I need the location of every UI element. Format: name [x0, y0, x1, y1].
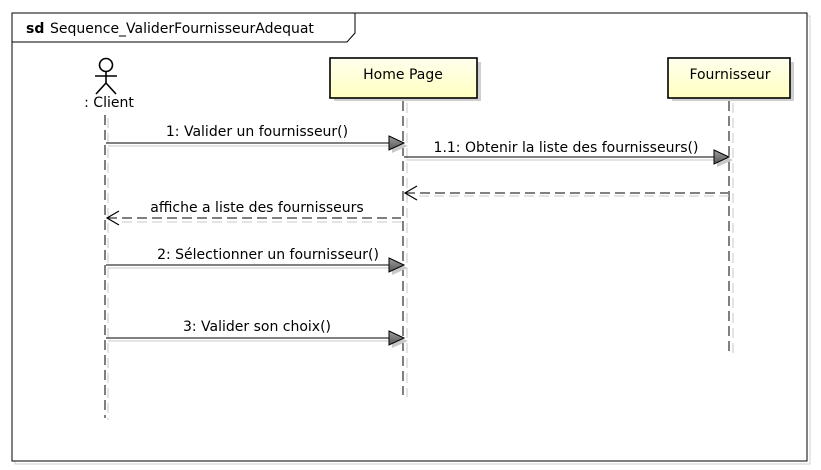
- message-1-1[interactable]: 1.1: Obtenir la liste des fournisseurs(): [404, 140, 733, 167]
- message-1-1-label: 1.1: Obtenir la liste des fournisseurs(): [434, 140, 699, 156]
- arrowhead-open-icon: [105, 210, 120, 226]
- message-3-label: 3: Valider son choix(): [183, 319, 331, 335]
- frame-title: Sequence_ValiderFournisseurAdequat: [50, 21, 314, 37]
- arrowhead-open-icon: [403, 185, 418, 201]
- actor-client[interactable]: : Client: [84, 57, 134, 112]
- object-home-page[interactable]: Home Page: [329, 57, 481, 101]
- object-fournisseur-label: Fournisseur: [689, 67, 770, 83]
- return-message-affiche-label: affiche a liste des fournisseurs: [150, 200, 363, 216]
- message-2[interactable]: 2: Sélectionner un fournisseur(): [106, 247, 408, 275]
- message-2-label: 2: Sélectionner un fournisseur(): [157, 247, 379, 263]
- message-1[interactable]: 1: Valider un fournisseur(): [106, 124, 408, 153]
- arrowhead-filled-icon: [388, 135, 406, 151]
- actor-client-label: : Client: [84, 95, 134, 111]
- arrowhead-filled-icon: [713, 149, 731, 165]
- object-home-page-box: [329, 57, 478, 99]
- return-message-affiche[interactable]: affiche a liste des fournisseurs: [105, 200, 405, 226]
- return-message-fournisseur[interactable]: [403, 185, 733, 201]
- message-3[interactable]: 3: Valider son choix(): [106, 319, 408, 348]
- frame-keyword: sd: [26, 21, 44, 37]
- arrowhead-filled-icon: [388, 257, 406, 273]
- stick-figure-icon: [95, 57, 117, 95]
- object-fournisseur[interactable]: Fournisseur: [667, 57, 794, 101]
- message-1-label: 1: Valider un fournisseur(): [166, 124, 348, 140]
- frame-label-tab: [11, 12, 356, 43]
- arrowhead-filled-icon: [388, 330, 406, 346]
- object-fournisseur-box: [667, 57, 791, 99]
- object-home-page-label: Home Page: [363, 67, 443, 83]
